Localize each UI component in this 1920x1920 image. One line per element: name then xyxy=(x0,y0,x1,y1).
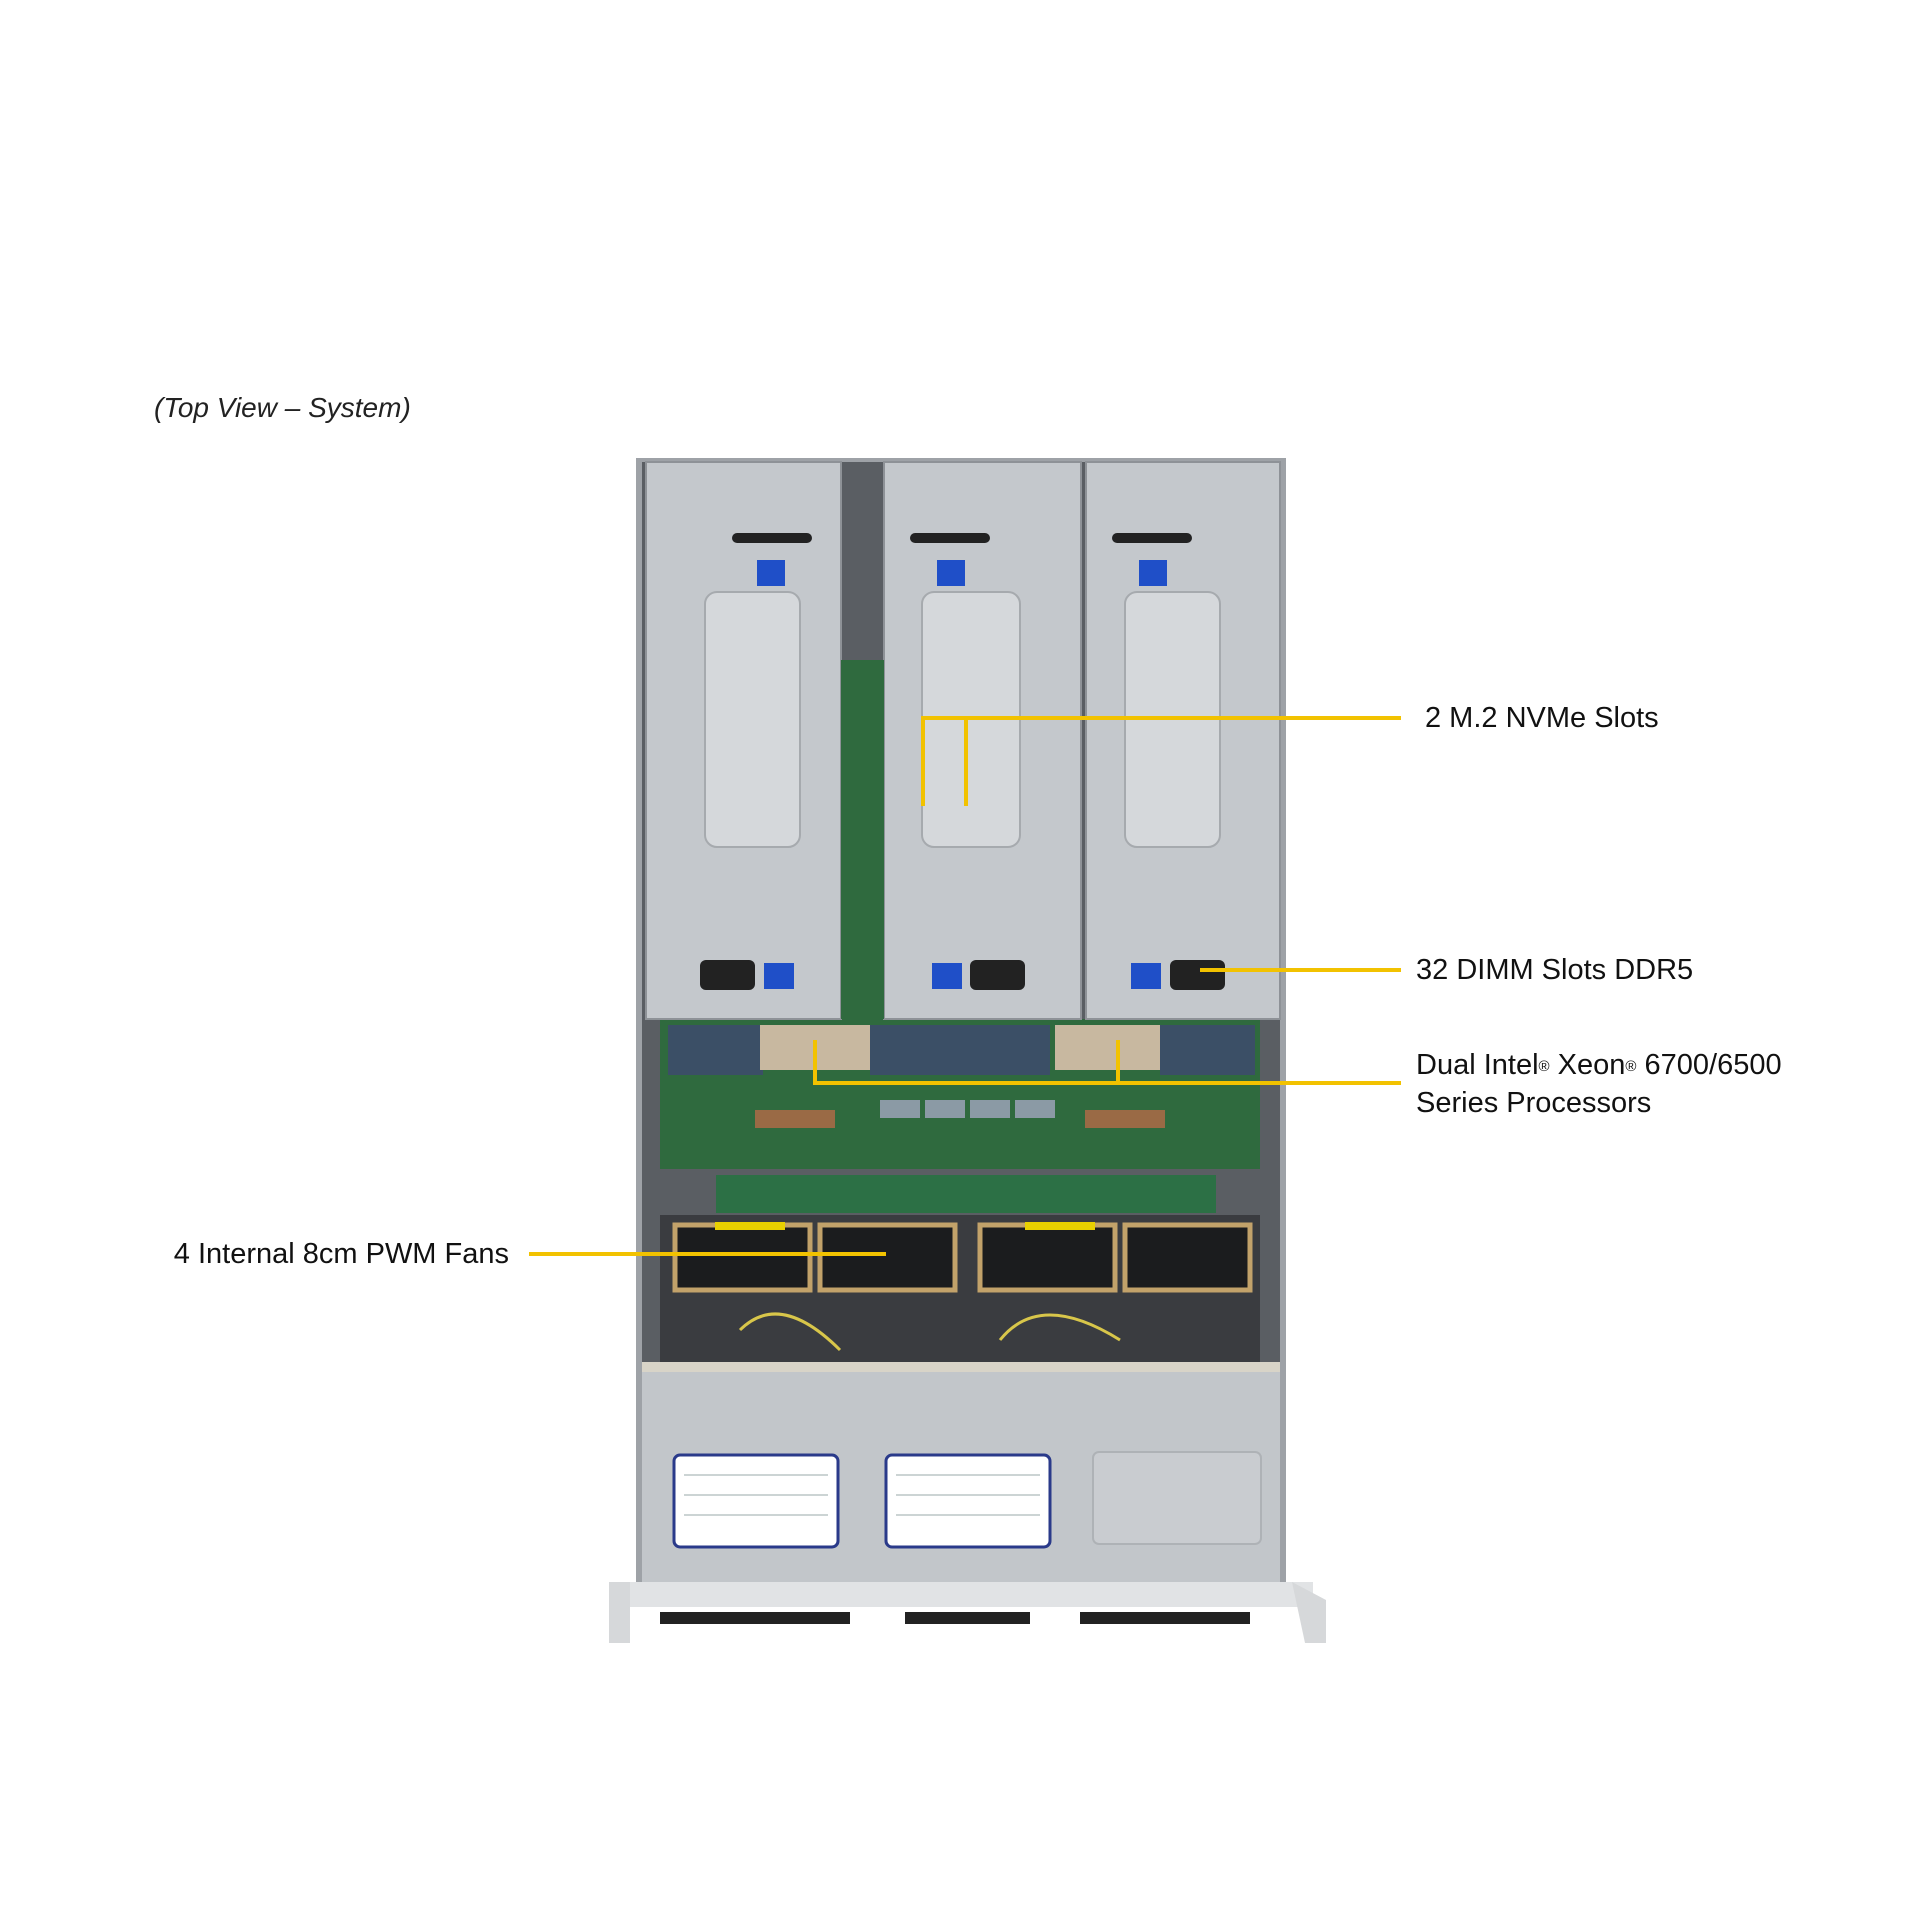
cpu-callout-label: Dual Intel® Xeon® 6700/6500 Series Proce… xyxy=(1416,1046,1782,1122)
registered-mark: ® xyxy=(1538,1058,1550,1075)
nvme-callout-line xyxy=(921,716,1401,806)
fan-2 xyxy=(817,1222,958,1293)
fan-bay xyxy=(660,1215,1260,1365)
fans-callout-label: 4 Internal 8cm PWM Fans xyxy=(173,1238,509,1270)
fan-3 xyxy=(977,1222,1118,1293)
callout-lines xyxy=(529,716,1401,1256)
cpu-label-line2: Series Processors xyxy=(1416,1087,1652,1119)
cpu-label-part: Dual Intel xyxy=(1416,1049,1539,1081)
fan-1 xyxy=(672,1222,813,1293)
fan-board xyxy=(716,1175,1216,1213)
service-labels xyxy=(672,1451,1262,1549)
dimm-slots xyxy=(668,1025,1255,1075)
cpu-callout-line xyxy=(813,1040,1401,1085)
cpu-label-part: 6700/6500 xyxy=(1636,1049,1782,1081)
nvme-callout-label: 2 M.2 NVMe Slots xyxy=(1425,702,1659,734)
riser-release-tags xyxy=(757,560,1167,989)
view-caption: (Top View – System) xyxy=(154,392,411,423)
fan-4 xyxy=(1122,1222,1253,1293)
registered-mark: ® xyxy=(1625,1058,1637,1075)
cpu-label-part: Xeon xyxy=(1549,1049,1626,1081)
dimm-callout-label: 32 DIMM Slots DDR5 xyxy=(1416,954,1694,986)
